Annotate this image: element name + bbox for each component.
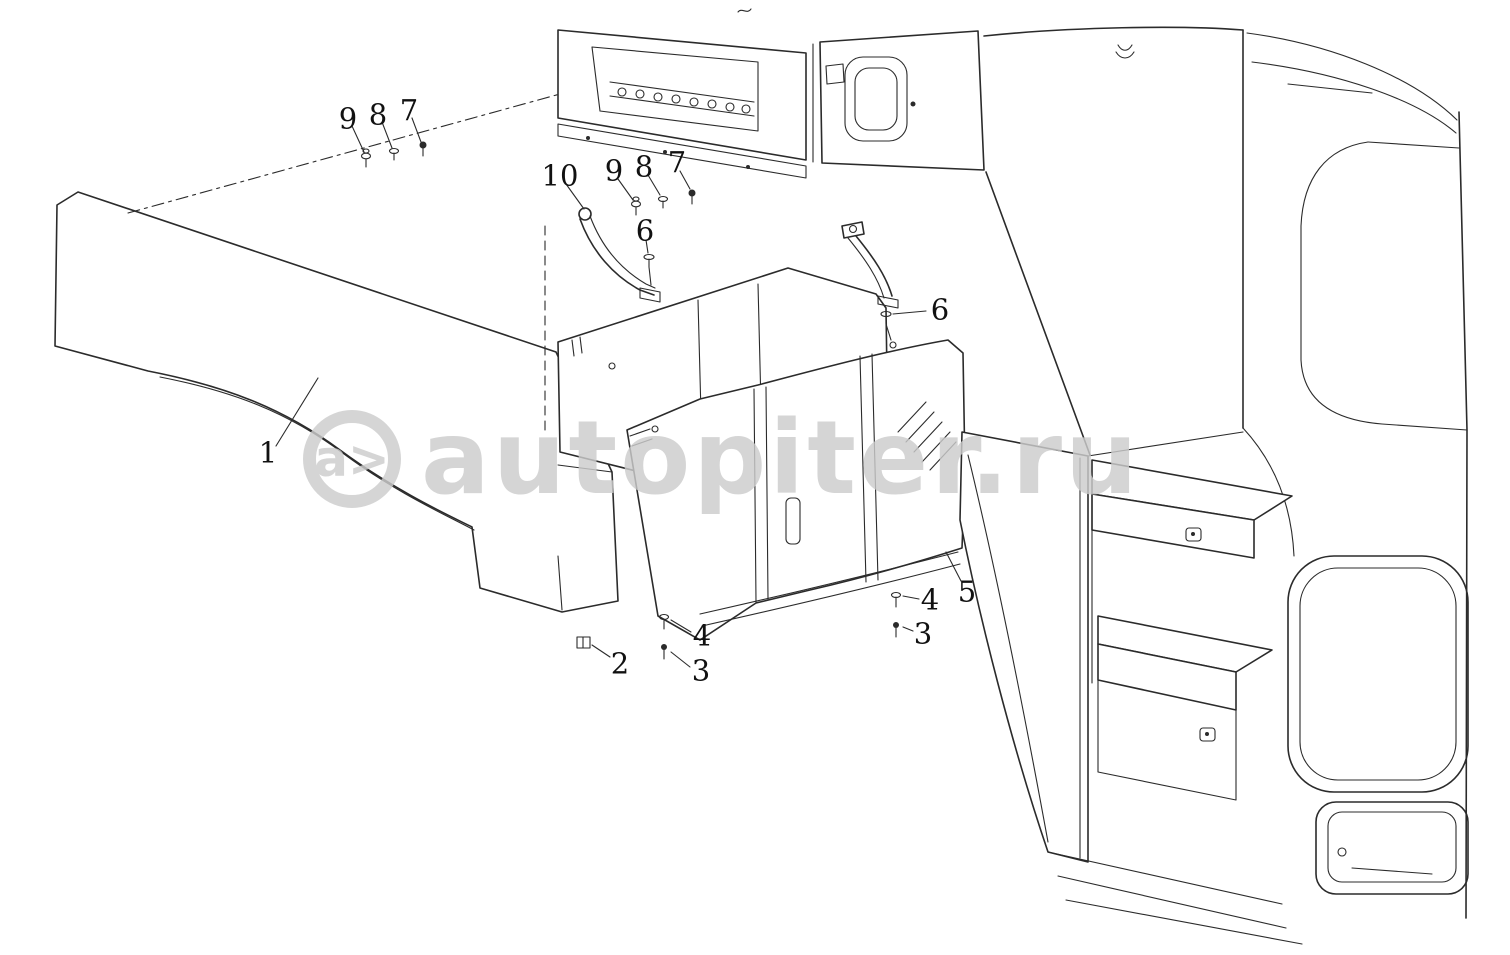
front-headlamp-bumper bbox=[1287, 555, 1469, 895]
callout-7-mid: 7 bbox=[667, 145, 687, 180]
bumper-outline bbox=[1315, 801, 1469, 895]
callout-6-right: 6 bbox=[930, 292, 950, 327]
callout-9-mid: 9 bbox=[604, 153, 624, 188]
callout-7-top: 7 bbox=[399, 93, 419, 128]
callout-2: 2 bbox=[610, 646, 630, 681]
step-column bbox=[959, 431, 1303, 945]
cab-door bbox=[812, 30, 985, 171]
callout-9-top: 9 bbox=[338, 101, 358, 136]
callout-6-left: 6 bbox=[635, 213, 655, 248]
leader-lines bbox=[275, 117, 962, 668]
callout-4-left: 4 bbox=[692, 618, 712, 653]
support-bracket-left-part10 bbox=[578, 207, 661, 303]
support-bracket-right bbox=[841, 221, 899, 309]
callout-5: 5 bbox=[957, 574, 977, 609]
callout-1: 1 bbox=[258, 435, 278, 470]
fasteners bbox=[360, 141, 902, 660]
callout-10: 10 bbox=[541, 158, 579, 193]
callout-8-mid: 8 bbox=[634, 149, 654, 184]
callout-3-right: 3 bbox=[913, 616, 933, 651]
callout-3-left: 3 bbox=[691, 653, 711, 688]
grab-handle-outline bbox=[844, 56, 908, 142]
callout-4-right: 4 bbox=[920, 582, 940, 617]
headlamp-outline bbox=[1287, 555, 1469, 793]
fender-panel-part1 bbox=[54, 191, 619, 613]
cab-rear-wall bbox=[557, 29, 807, 179]
construction-lines bbox=[127, 8, 1135, 433]
callout-8-top: 8 bbox=[368, 97, 388, 132]
